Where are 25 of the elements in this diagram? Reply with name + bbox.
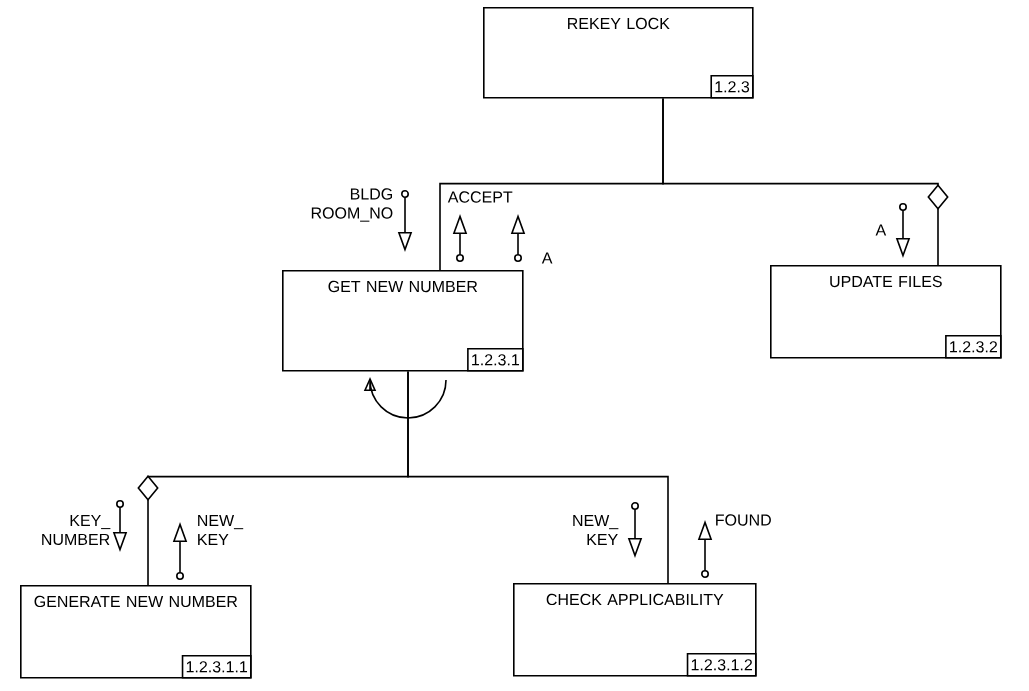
- module-box: [770, 265, 1002, 359]
- number-box: 1.2.3.1.1: [181, 655, 252, 679]
- module-name: GENERATE NEW NUMBER: [34, 595, 238, 608]
- couple-label: ACCEPT: [447, 191, 513, 203]
- module-name: CHECK APPLICABILITY: [546, 593, 724, 606]
- call-line: [662, 97, 939, 266]
- module-box: [282, 270, 524, 372]
- number-box: 1.2.3.2: [945, 335, 1002, 359]
- module-name: UPDATE FILES: [830, 275, 942, 288]
- couple-label: A: [875, 224, 887, 236]
- couple-label: NEW_ KEY: [198, 515, 244, 545]
- couple-label: A: [541, 252, 553, 264]
- number-box: 1.2.3.1: [467, 348, 524, 372]
- module-name: GET NEW NUMBER: [328, 280, 478, 293]
- call-line: [407, 370, 669, 584]
- couple-label: FOUND: [716, 514, 771, 526]
- module-name: REKEY LOCK: [568, 17, 670, 30]
- couple-label: KEY_ NUMBER: [42, 514, 111, 546]
- module-box: [483, 7, 754, 99]
- number-box: 1.2.3.1.2: [686, 653, 757, 677]
- module-box: [513, 583, 757, 677]
- couple-label: NEW_ KEY: [573, 515, 619, 545]
- module-box: [20, 585, 252, 679]
- couple-label: BLDG ROOM_NO: [311, 188, 393, 222]
- number-box: 1.2.3: [710, 75, 754, 99]
